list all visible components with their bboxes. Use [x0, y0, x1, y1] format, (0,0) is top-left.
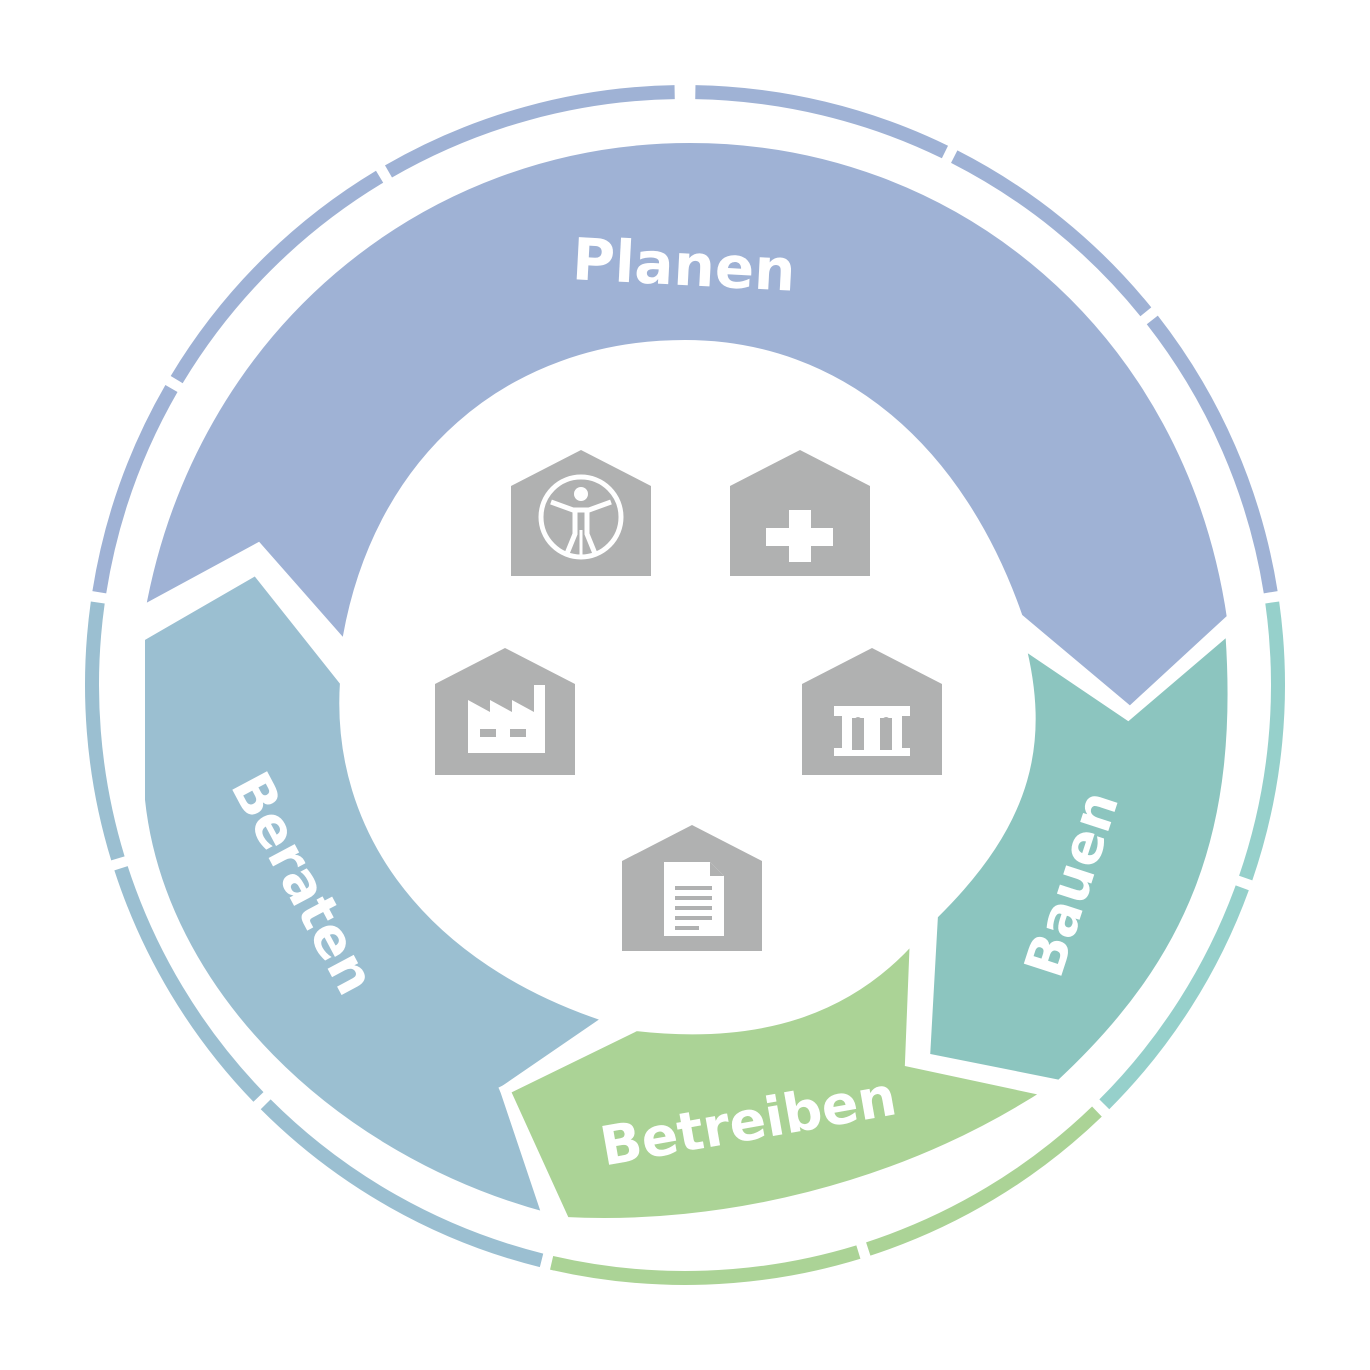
outer-ring-arc: [170, 170, 384, 384]
outer-ring-arc: [550, 1245, 861, 1285]
segment-bauen: [919, 617, 1238, 1091]
segment-beraten: [135, 563, 622, 1226]
factory-building-icon: [435, 648, 575, 775]
outer-ring-arc: [385, 85, 675, 178]
segment-planen: [133, 132, 1238, 719]
outer-ring-arc: [1239, 601, 1285, 881]
outer-ring-arc: [951, 150, 1152, 317]
label-planen: Planen: [571, 225, 798, 305]
segment-betreiben: [498, 920, 1063, 1228]
outer-ring-arc: [695, 85, 949, 159]
outer-ring-arc: [1099, 885, 1249, 1110]
outer-ring-arc: [114, 866, 264, 1102]
medical-cross-building-icon: [730, 450, 870, 576]
vitruvian-man-building-icon: [511, 450, 651, 576]
museum-building-icon: [802, 648, 942, 775]
cycle-segments: [133, 132, 1238, 1228]
outer-ring-arc: [1146, 315, 1278, 594]
document-building-icon: [622, 825, 762, 951]
center-icons: [435, 450, 942, 951]
outer-ring: [85, 85, 1285, 1285]
outer-ring-arc: [260, 1099, 544, 1268]
outer-ring-arc: [85, 601, 125, 861]
outer-ring-arc: [866, 1106, 1102, 1256]
outer-ring-arc: [92, 385, 178, 594]
